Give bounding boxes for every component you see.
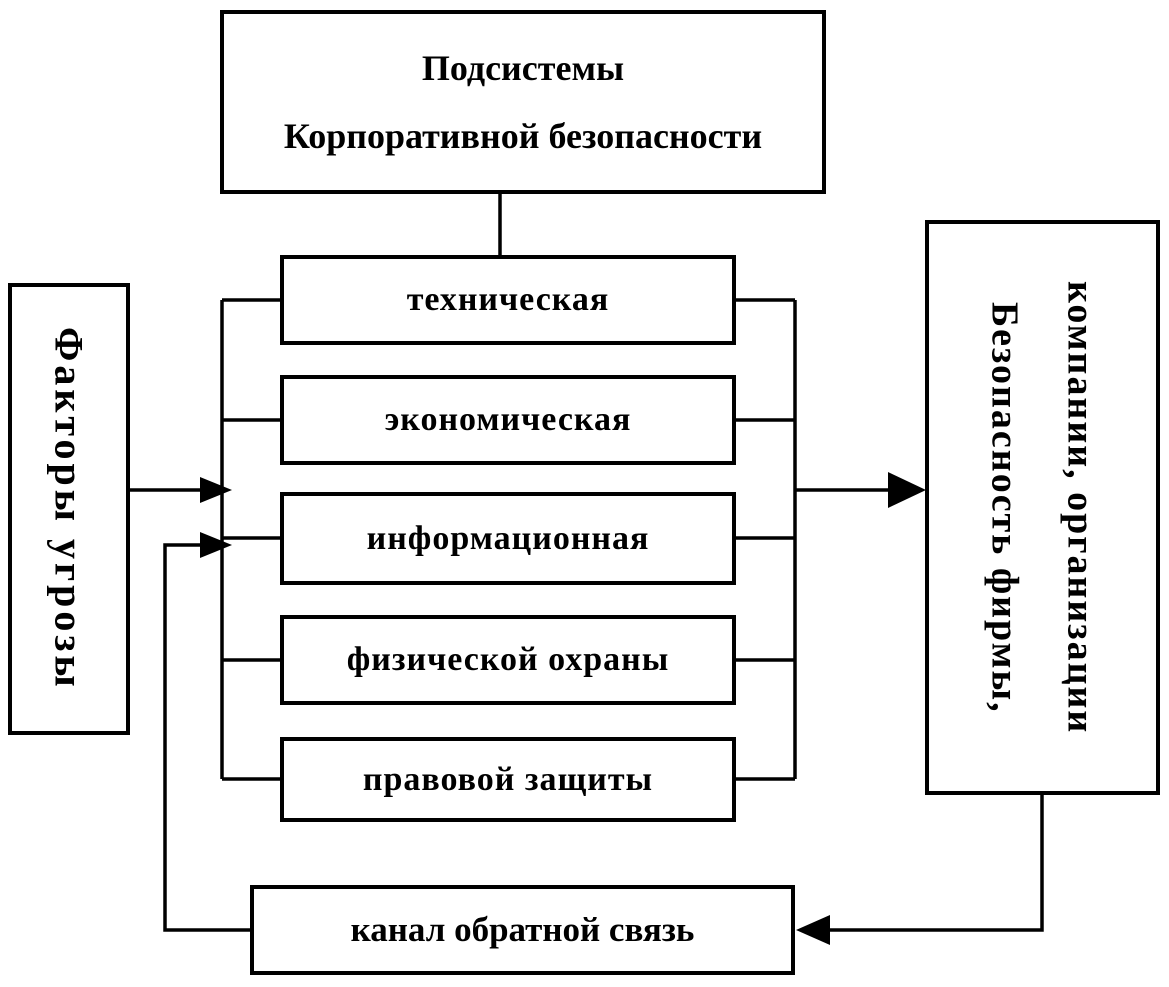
title-line-1: Подсистемы bbox=[421, 48, 625, 88]
subsystem-label-legal-protection: правовой защиты bbox=[362, 760, 654, 798]
threat-factors-label: Факторы угрозы bbox=[46, 327, 92, 691]
subsystem-label-economic: экономическая bbox=[384, 401, 632, 438]
feedback-left-line bbox=[163, 543, 250, 932]
security-result-line-2: компании, организации bbox=[1059, 280, 1102, 735]
subsystem-label-technical: техническая bbox=[406, 281, 610, 318]
security-result-line-1: Безопасность фирмы, bbox=[983, 301, 1026, 714]
title-line-2: Корпоративной безопасности bbox=[283, 116, 763, 156]
subsystem-box-economic: экономическая bbox=[280, 375, 736, 465]
feedback-right-line bbox=[830, 795, 1044, 932]
subsystem-box-legal-protection: правовой защиты bbox=[280, 737, 736, 822]
threat-arrowhead-icon bbox=[200, 477, 232, 503]
feedback-arrowhead-icon bbox=[200, 532, 232, 558]
subsystem-box-information: информационная bbox=[280, 492, 736, 585]
output-arrowhead-icon bbox=[888, 472, 926, 508]
left-spine-line bbox=[220, 298, 280, 781]
subsystem-box-technical: техническая bbox=[280, 255, 736, 345]
right-bus-line bbox=[735, 298, 797, 781]
feedback-right-arrowhead-icon bbox=[796, 915, 830, 945]
feedback-channel-label: канал обратной связь bbox=[350, 910, 695, 949]
subsystem-box-physical-security: физической охраны bbox=[280, 615, 736, 705]
security-result-box: Безопасность фирмы, компании, организаци… bbox=[925, 220, 1160, 795]
subsystem-label-physical-security: физической охраны bbox=[346, 641, 670, 678]
threat-factors-box: Факторы угрозы bbox=[8, 283, 130, 735]
security-result-label: Безопасность фирмы, компании, организаци… bbox=[967, 281, 1119, 734]
title-box: Подсистемы Корпоративной безопасности bbox=[220, 10, 826, 194]
subsystem-label-information: информационная bbox=[366, 519, 650, 557]
feedback-channel-box: канал обратной связь bbox=[250, 885, 795, 975]
